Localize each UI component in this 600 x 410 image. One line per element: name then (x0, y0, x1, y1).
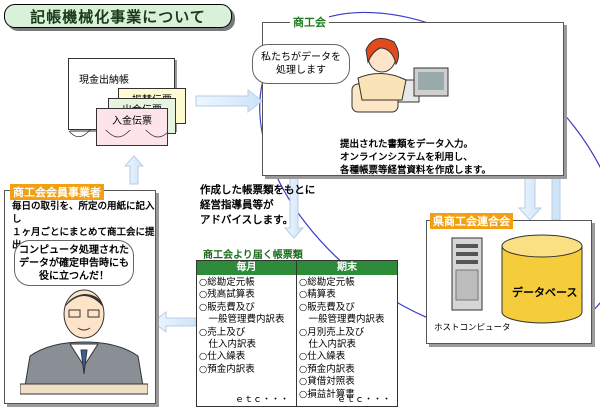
list-item: ○仕入繰表 (199, 351, 246, 363)
list-item: 一般管理費内訳表 (299, 314, 385, 326)
list-item: ○貸借対照表 (299, 376, 355, 388)
list-item: ○販売費及び (199, 301, 255, 313)
arrow-chamber-to-reports (283, 169, 305, 239)
reports-heading: 商工会より届く帳票類 (200, 246, 306, 261)
server-icon (451, 237, 483, 311)
database-icon (501, 234, 583, 324)
arrow-docs-to-chamber (195, 88, 263, 114)
database-label: データベース (512, 286, 578, 299)
list-item: ○販売費及び (299, 301, 355, 313)
receipt-slip: 入金伝票 (96, 108, 168, 146)
arrow-chamber-to-prefecture (517, 174, 543, 221)
member-speech-bubble: コンピュータ処理されたデータが確定申告時にも役に立つんだ！ (14, 240, 134, 286)
yearly-header: 期末 (297, 261, 397, 275)
chamber-description: 提出された書類をデータ入力。 オンラインシステムを利用し、 各種帳票等経営資料を… (340, 139, 492, 176)
arrow-reports-to-member (152, 310, 197, 334)
list-item: ○仕入繰表 (299, 351, 346, 363)
cashbook-edge-icon (68, 130, 169, 138)
list-item: 一般管理費内訳表 (199, 314, 285, 326)
list-item: ○月別売上及び (299, 326, 365, 338)
list-item: 仕入内訳表 (299, 339, 357, 351)
list-item: ○精算表 (299, 289, 336, 301)
reports-table: 毎月 期末 ○総勘定元帳 ○残高試算表 ○販売費及び 一般管理費内訳表 ○売上及… (196, 260, 398, 407)
yearly-list: ○総勘定元帳 ○精算表 ○販売費及び 一般管理費内訳表 ○月別売上及び 仕入内訳… (299, 277, 385, 401)
advice-text: 作成した帳票類をもとに 経営指導員等が アドバイスします。 (200, 184, 316, 226)
list-item: ○預金内訳表 (299, 363, 355, 375)
monthly-header: 毎月 (197, 261, 296, 275)
businessman-icon (20, 289, 148, 395)
page-title: 記帳機械化事業について (4, 4, 232, 28)
operator-icon (351, 37, 449, 113)
list-item: ○総勘定元帳 (199, 277, 255, 288)
list-item: ○預金内訳表 (199, 363, 255, 375)
server-label: ホストコンピュータ (434, 323, 511, 333)
arrow-member-to-docs (123, 155, 145, 185)
chamber-label: 商工会 (290, 14, 329, 30)
prefecture-label: 県商工会連合会 (430, 213, 513, 229)
monthly-etc: ｅｔｃ・・・ (235, 395, 290, 405)
monthly-list: ○総勘定元帳 ○残高試算表 ○販売費及び 一般管理費内訳表 ○売上及び 仕入内訳… (199, 277, 285, 376)
list-item: ○総勘定元帳 (299, 277, 355, 288)
list-item: 仕入内訳表 (199, 339, 257, 351)
member-label: 商工会会員事業者 (10, 184, 104, 200)
list-item: ○残高試算表 (199, 289, 255, 301)
list-item: ○売上及び (199, 326, 246, 338)
chamber-speech-bubble: 私たちがデータを処理します (252, 44, 350, 84)
list-item: ○損益計算書 (299, 388, 355, 400)
yearly-etc: ｅｔｃ・・・ (337, 395, 392, 405)
